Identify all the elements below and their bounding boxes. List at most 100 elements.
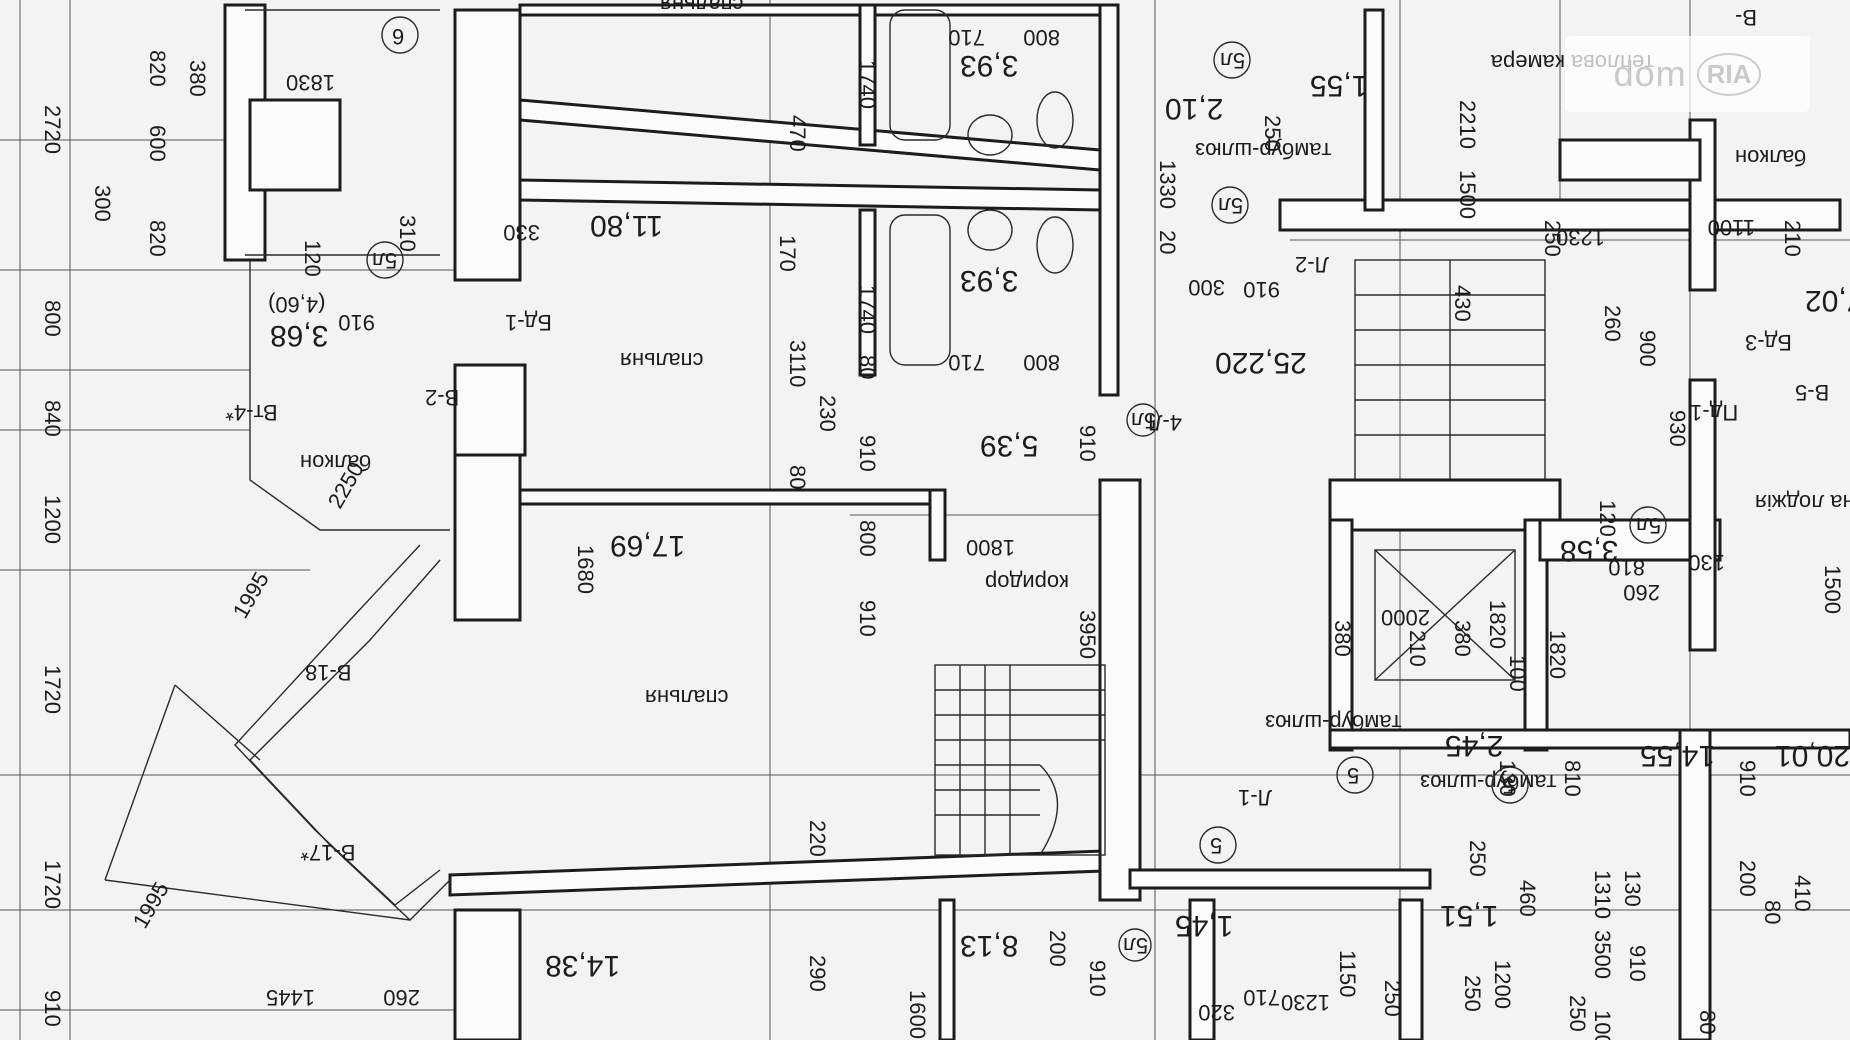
dimension-center-4: 80 [785,465,810,489]
dimension-center-3: 3110 [785,340,810,387]
dimension-center-7: 910 [855,435,880,472]
corridor-area: 5,39 [980,429,1038,462]
dimension-right-36: 320 [1198,1000,1235,1025]
mark-v17: В-17* [300,840,355,865]
dimension-center-1: 470 [785,115,810,152]
dimension-center-0: 1740 [855,60,880,109]
wall-bottom-v [938,898,956,1040]
dimension-left-col-3: 1200 [40,495,65,544]
dimension-center-2: 170 [775,235,800,272]
dimension-left-col-6: 910 [40,990,65,1027]
dimension-top-left-5: 1830 [286,70,335,95]
dimension-right-24: 130 [1495,760,1520,797]
dimension-center-13: 3950 [1075,610,1100,659]
circle-marker-9: 5л [1636,513,1661,538]
dimension-right-42: 1000 [1590,1010,1615,1040]
dimension-right-31: 130 [1620,870,1645,907]
sink-mid [967,209,1013,251]
core-wall-mid [1523,518,1549,752]
room-145-area: 1,45 [1175,909,1233,942]
dimension-center-5: 1740 [855,285,880,334]
dimension-center-6: 230 [815,395,840,432]
dimension-right-34: 250 [1460,975,1485,1012]
balcony-door-block [453,363,527,457]
dimension-center-12: 1800 [966,535,1015,560]
toilet-mid [1036,216,1074,274]
dimension-top-left-7: 120 [300,240,325,277]
mark-bd3: Бд-3 [1745,330,1792,355]
shaft1-label: тамбур-шлюз [1195,138,1331,163]
dimension-right-37: 710 [1243,985,1280,1010]
dimension-right-23: 1820 [1545,630,1570,679]
bottom-wall-v [1188,898,1216,1040]
lodge-label: сушильна лоджія [1755,490,1850,515]
dimension-left-col-0: 2720 [40,105,65,154]
shaft1-area: 2,10 [1165,92,1223,125]
dimension-center-14: 220 [805,820,830,857]
dimension-right-22: 130 [1688,550,1725,575]
core-wall-bottom [1328,728,1850,750]
dimension-right-7: 430 [1450,285,1475,322]
dimension-right-19: 810 [1608,555,1645,580]
dimension-center-21: 800 [1023,25,1060,50]
bath-wall-mid [858,208,877,377]
circle-marker-10: 5л [1131,408,1156,433]
wall-col-c [453,908,522,1040]
dimension-right-12: 1820 [1485,600,1510,649]
dimension-center-9: 1680 [573,545,598,594]
dimension-center-23: 800 [1023,350,1060,375]
toilet-top [1036,91,1074,149]
bay-window [104,544,451,921]
dimension-top-left-6: 310 [395,215,420,252]
dimension-right-29: 1310 [1590,870,1615,919]
dimension-right-6: 910 [1243,277,1280,302]
dimension-right-41: 1200 [1490,960,1515,1009]
dimension-center-20: 710 [948,25,985,50]
tambur-bottom2-label: тамбур-шлюз [1420,770,1556,795]
dimension-right-35: 250 [1565,995,1590,1032]
dimension-right-0: 2210 [1455,100,1480,149]
dimension-right-17: 100 [1505,655,1530,692]
bath-mid-area: 3,93 [960,264,1018,297]
balcony-left-area-sub: (4,60) [268,292,325,317]
dimension-top-left-3: 300 [90,185,115,222]
bedroom-big-label: спальня [645,685,729,710]
circle-marker-6: 5 [1502,773,1514,798]
dimension-center-17: 200 [1045,930,1070,967]
corridor-label: коридор [985,570,1069,595]
mark-bd1: Бд-1 [505,310,552,335]
wall-col-a [453,8,522,282]
shaft-wall [1363,8,1385,212]
dimension-right-46: 80 [1760,900,1785,924]
dimension-right-25: 910 [1735,760,1760,797]
dimension-left-col-1: 800 [40,300,65,337]
dimension-center-19: 330 [503,220,540,245]
mark-l2: Л-2 [1295,252,1329,277]
balcony-right-label: балкон [1735,145,1806,170]
mark-v2: В-2 [425,385,459,410]
bedroom-big-area: 17,69 [610,529,685,562]
dimension-right-28: 810 [1560,760,1585,797]
dimension-right-38: 1230 [1281,990,1330,1015]
dimension-center-10: 800 [855,520,880,557]
circle-marker-3: 5л [1220,48,1245,73]
small-room-area: 8,13 [960,929,1018,962]
room-702-area: 7,02 [1805,284,1850,317]
dimension-right-9: 900 [1635,330,1660,367]
dimension-right-48: 1100 [1708,215,1755,240]
mark-v8: В- [1735,5,1757,30]
right-wall-bottom [1678,728,1712,1040]
dimension-right-26: 200 [1735,860,1760,897]
circle-marker-2: 5л [372,248,397,273]
mark-v18: В-18 [305,660,351,685]
dimension-right-14: 380 [1450,620,1475,657]
dimension-right-11: 120 [1595,500,1620,537]
room-2001-area: 20,01 [1775,739,1850,772]
dimension-right-43: 250 [1540,220,1565,257]
mark-l1: Л-1 [1238,785,1272,810]
dimension-center-24: 910 [1075,425,1100,462]
dimension-right-5: 300 [1188,275,1225,300]
bathtub-mid [889,214,951,366]
